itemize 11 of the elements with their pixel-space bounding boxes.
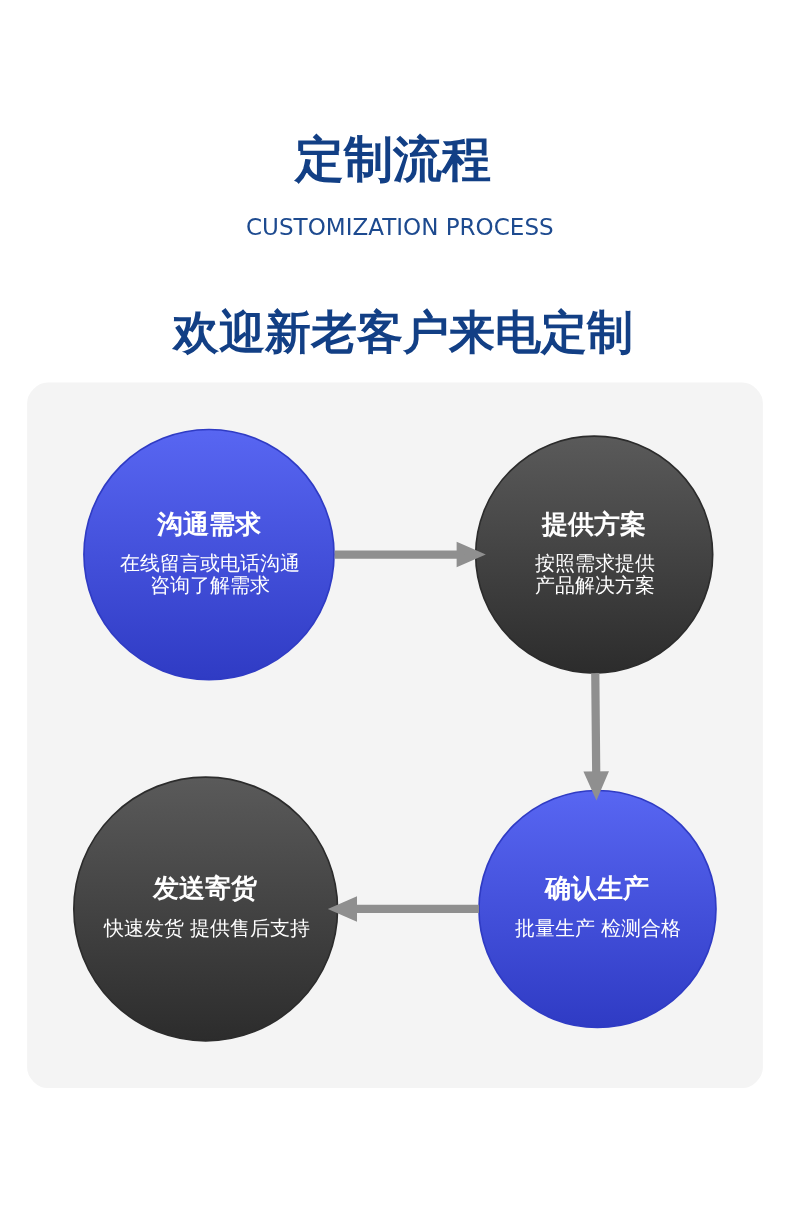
arrow xyxy=(327,895,479,922)
node-circle: 沟通需求 在线留言或电话沟通咨询了解需求 xyxy=(83,428,335,680)
node-circle: 提供方案 按照需求提供产品解决方案 xyxy=(474,434,714,674)
arrow xyxy=(334,541,486,567)
label: CUSTOMIZATION PROCESS xyxy=(246,213,554,240)
label: 欢迎新老客户来电定制 xyxy=(172,304,633,359)
node-circle: 发送寄货 快速发货 提供售后支持 xyxy=(73,775,339,1042)
node-circle: 确认生产 批量生产 检测合格 xyxy=(478,789,717,1028)
diagram-title: 定制流程 xyxy=(295,129,492,188)
arrow xyxy=(583,672,609,801)
cluster xyxy=(27,382,763,1088)
